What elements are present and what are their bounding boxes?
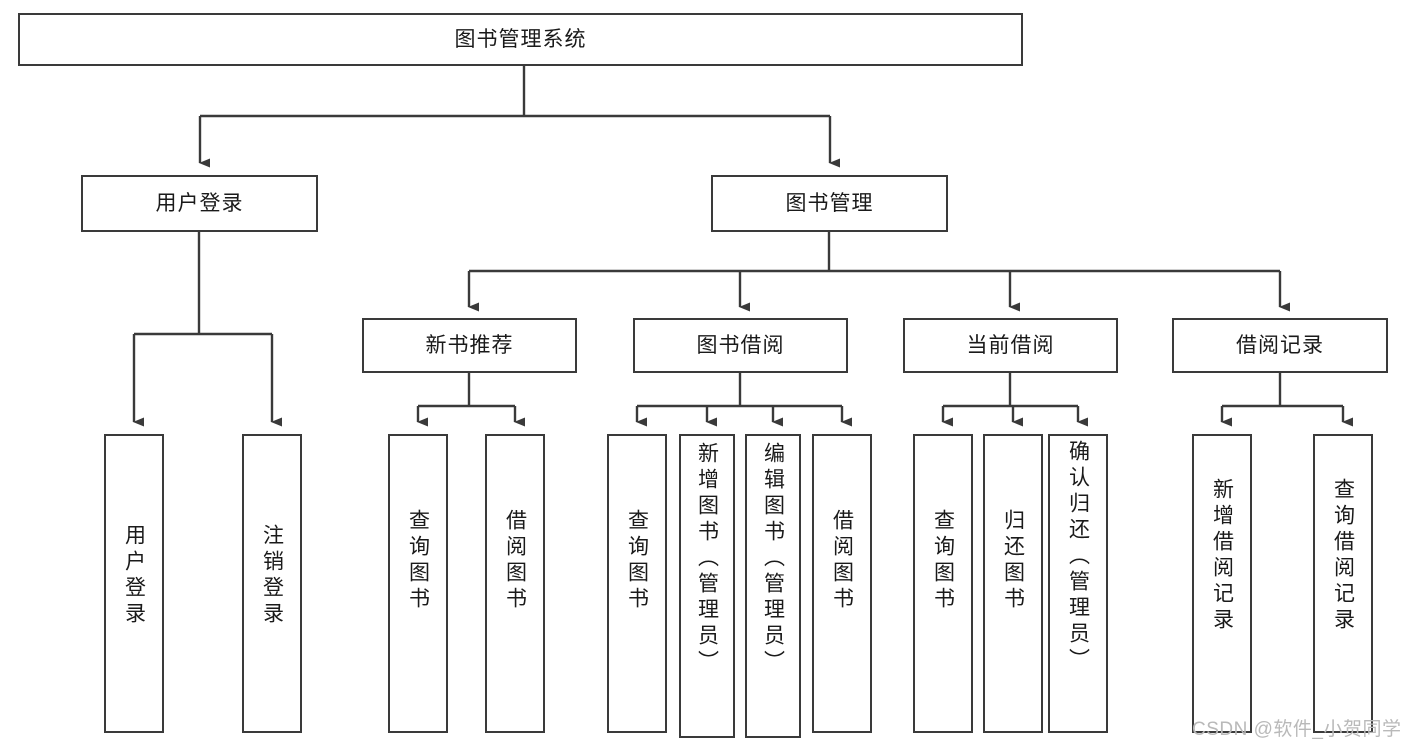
node-current-borrow-label: 当前借阅 — [966, 333, 1055, 357]
node-borrow-records-label: 借阅记录 — [1236, 333, 1324, 357]
leaf-user-login[interactable]: 用户登录 — [104, 434, 164, 733]
leaf-confirm-return-admin-label: 确认归还（管理员） — [1066, 440, 1090, 674]
leaf-add-borrow-record-label: 新增借阅记录 — [1210, 478, 1234, 634]
leaf-query-borrow-record-label: 查询借阅记录 — [1331, 478, 1355, 634]
node-root[interactable]: 图书管理系统 — [18, 13, 1023, 66]
leaf-borrow-book[interactable]: 借阅图书 — [812, 434, 872, 733]
leaf-query-book-recommend[interactable]: 查询图书 — [388, 434, 448, 733]
leaf-confirm-return-admin[interactable]: 确认归还（管理员） — [1048, 434, 1108, 733]
leaf-query-book-current-label: 查询图书 — [931, 509, 955, 613]
watermark-text: CSDN @软件_小贺同学 — [1192, 719, 1402, 740]
node-new-book-recommend[interactable]: 新书推荐 — [362, 318, 577, 373]
leaf-query-book-borrow[interactable]: 查询图书 — [607, 434, 667, 733]
node-current-borrow[interactable]: 当前借阅 — [903, 318, 1118, 373]
node-book-management-label: 图书管理 — [785, 191, 874, 215]
node-user-login[interactable]: 用户登录 — [81, 175, 318, 232]
leaf-query-book-borrow-label: 查询图书 — [625, 509, 649, 613]
leaf-borrow-book-recommend[interactable]: 借阅图书 — [485, 434, 545, 733]
leaf-return-book[interactable]: 归还图书 — [983, 434, 1043, 733]
node-book-borrow[interactable]: 图书借阅 — [633, 318, 848, 373]
node-user-login-label: 用户登录 — [155, 191, 244, 215]
leaf-borrow-book-recommend-label: 借阅图书 — [503, 509, 527, 613]
leaf-query-borrow-record[interactable]: 查询借阅记录 — [1313, 434, 1373, 733]
leaf-add-book-admin[interactable]: 新增图书（管理员） — [679, 434, 735, 738]
leaf-add-book-admin-label: 新增图书（管理员） — [695, 442, 719, 676]
node-root-label: 图书管理系统 — [454, 27, 587, 51]
node-new-book-recommend-label: 新书推荐 — [425, 333, 514, 357]
node-book-borrow-label: 图书借阅 — [696, 333, 785, 357]
leaf-logout[interactable]: 注销登录 — [242, 434, 302, 733]
leaf-add-borrow-record[interactable]: 新增借阅记录 — [1192, 434, 1252, 733]
leaf-logout-label: 注销登录 — [260, 524, 284, 628]
leaf-query-book-recommend-label: 查询图书 — [406, 509, 430, 613]
leaf-edit-book-admin[interactable]: 编辑图书（管理员） — [745, 434, 801, 738]
leaf-edit-book-admin-label: 编辑图书（管理员） — [761, 442, 785, 676]
leaf-user-login-label: 用户登录 — [122, 524, 146, 628]
node-borrow-records[interactable]: 借阅记录 — [1172, 318, 1388, 373]
node-book-management[interactable]: 图书管理 — [711, 175, 948, 232]
leaf-borrow-book-label: 借阅图书 — [830, 509, 854, 613]
leaf-return-book-label: 归还图书 — [1001, 509, 1025, 613]
leaf-query-book-current[interactable]: 查询图书 — [913, 434, 973, 733]
